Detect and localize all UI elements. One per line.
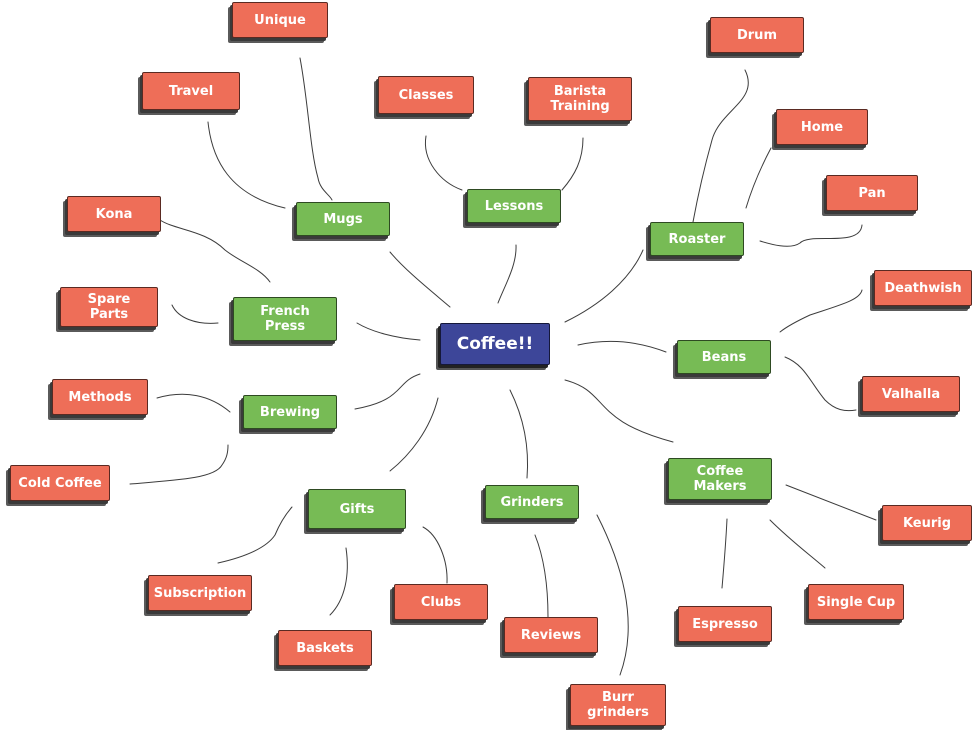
link-brewing-cold: [129, 444, 229, 485]
leaf-node-travel[interactable]: Travel: [142, 72, 240, 110]
leaf-node-classes[interactable]: Classes: [378, 76, 474, 114]
branch-node-lessons[interactable]: Lessons: [467, 189, 561, 223]
link-roaster-drum: [692, 69, 749, 223]
link-fp-spare: [171, 304, 219, 324]
link-root-lessons: [497, 244, 517, 304]
branch-node-roaster[interactable]: Roaster: [650, 222, 744, 256]
leaf-node-unique[interactable]: Unique: [232, 2, 328, 38]
leaf-node-methods[interactable]: Methods: [52, 379, 148, 415]
link-gifts-clubs: [422, 526, 448, 584]
leaf-node-deathwish[interactable]: Deathwish: [874, 270, 972, 306]
link-grinders-burr: [596, 514, 629, 676]
leaf-node-barista-training[interactable]: Barista Training: [528, 77, 632, 121]
link-cm-singlecup: [769, 519, 826, 569]
link-grinders-reviews: [534, 534, 549, 618]
leaf-node-espresso[interactable]: Espresso: [678, 606, 772, 642]
branch-node-mugs[interactable]: Mugs: [296, 202, 390, 236]
branch-node-beans[interactable]: Beans: [677, 340, 771, 374]
root-node[interactable]: Coffee!!: [440, 323, 550, 365]
leaf-node-pan[interactable]: Pan: [826, 175, 918, 211]
leaf-node-subscription[interactable]: Subscription: [148, 575, 252, 611]
link-cm-keurig: [785, 484, 877, 521]
link-beans-deathwish: [779, 289, 863, 333]
link-mugs-travel: [207, 121, 286, 209]
leaf-node-home[interactable]: Home: [776, 109, 868, 145]
link-brewing-methods: [156, 393, 231, 413]
link-root-gifts: [389, 397, 439, 472]
link-lessons-barista: [561, 137, 584, 191]
branch-node-gifts[interactable]: Gifts: [308, 489, 406, 529]
link-roaster-home: [745, 147, 772, 209]
leaf-node-drum[interactable]: Drum: [710, 17, 804, 53]
link-root-grinders: [509, 389, 529, 479]
leaf-node-cold-coffee[interactable]: Cold Coffee: [10, 465, 110, 501]
leaf-node-baskets[interactable]: Baskets: [278, 630, 372, 666]
leaf-node-keurig[interactable]: Keurig: [882, 505, 972, 541]
link-mugs-unique: [299, 57, 333, 201]
link-gifts-subscription: [217, 506, 293, 564]
link-gifts-baskets: [329, 547, 348, 616]
link-root-brewing: [354, 373, 421, 410]
link-root-roaster: [564, 249, 644, 323]
branch-node-brewing[interactable]: Brewing: [243, 395, 337, 429]
link-root-beans: [577, 341, 667, 353]
leaf-node-valhalla[interactable]: Valhalla: [862, 376, 960, 412]
leaf-node-burr-grinders[interactable]: Burr grinders: [570, 684, 666, 726]
leaf-node-clubs[interactable]: Clubs: [394, 584, 488, 620]
leaf-node-reviews[interactable]: Reviews: [504, 617, 598, 653]
link-root-mugs: [389, 251, 451, 308]
branch-node-french-press[interactable]: French Press: [233, 297, 337, 341]
leaf-node-spare-parts[interactable]: Spare Parts: [60, 287, 158, 327]
leaf-node-single-cup[interactable]: Single Cup: [808, 584, 904, 620]
link-beans-valhalla: [784, 356, 857, 412]
link-lessons-classes: [424, 135, 463, 191]
branch-node-coffee-makers[interactable]: Coffee Makers: [668, 458, 772, 500]
link-roaster-pan: [759, 224, 863, 247]
link-cm-espresso: [721, 518, 728, 589]
link-root-coffeemakers: [564, 379, 674, 443]
leaf-node-kona[interactable]: Kona: [67, 196, 161, 232]
link-fp-kona: [159, 219, 271, 283]
branch-node-grinders[interactable]: Grinders: [485, 485, 579, 519]
link-root-frenchpress: [356, 322, 421, 341]
